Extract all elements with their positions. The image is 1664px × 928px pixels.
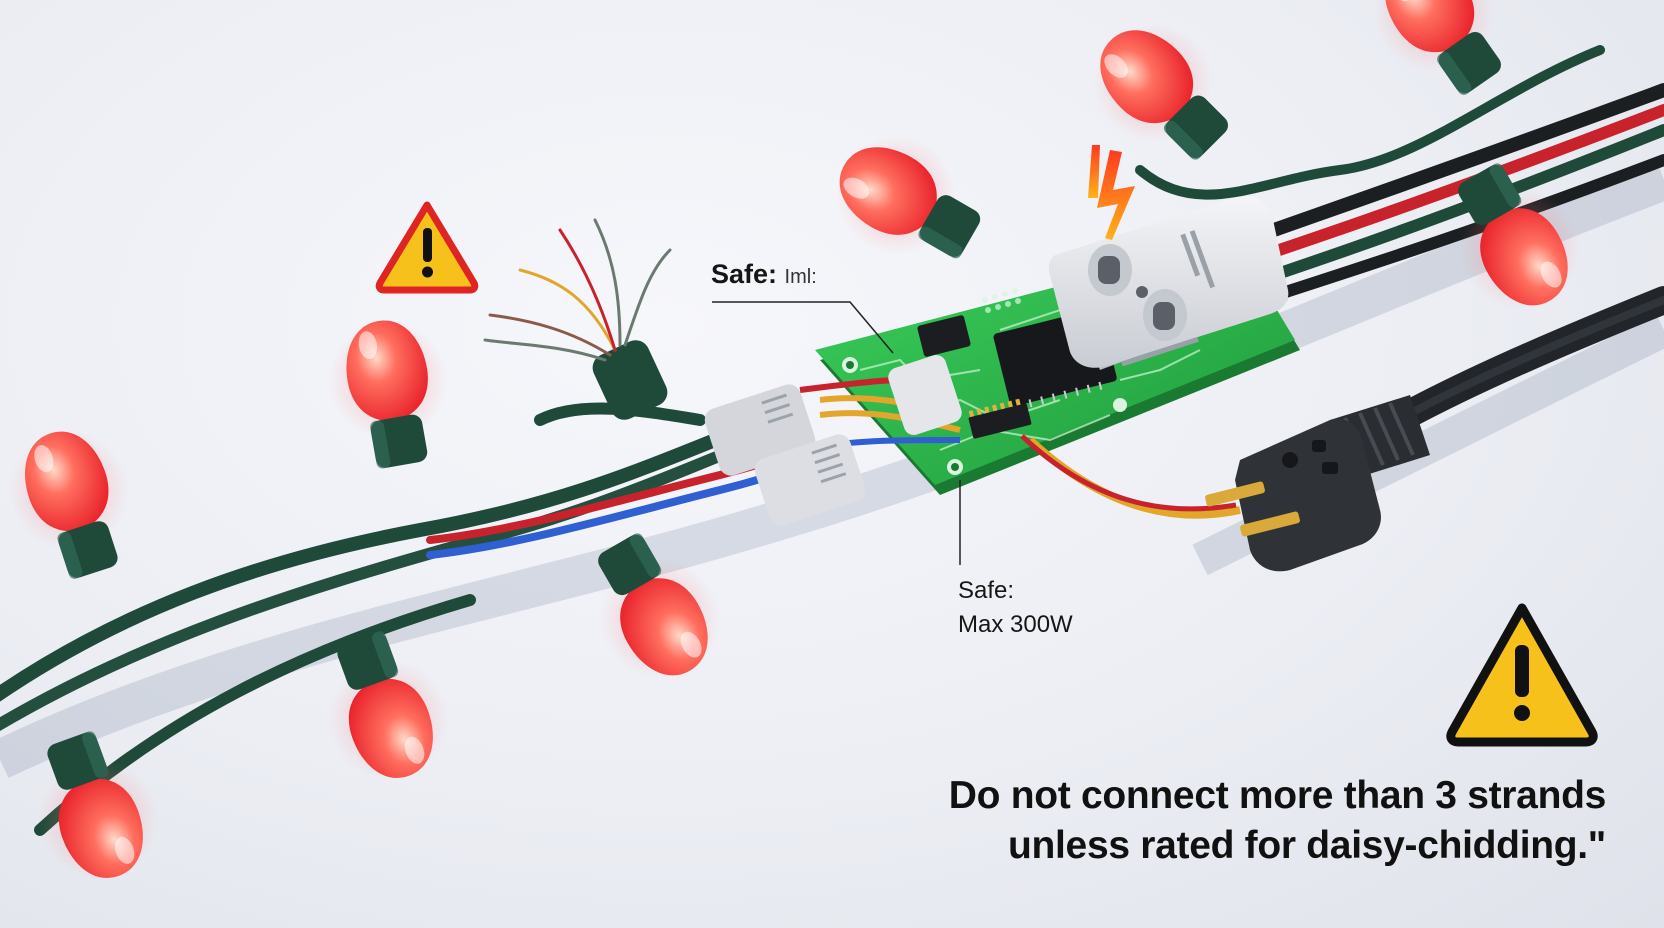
warning-triangle-icon: [375, 201, 479, 294]
warning-message: Do not connect more than 3 strands unles…: [806, 771, 1607, 871]
annotation-top-bold: Safe:: [711, 259, 778, 289]
wire-connectors: [704, 355, 962, 526]
annotation-top-tail: Iml:: [784, 266, 817, 288]
annotation-mid-line1: Safe:: [958, 577, 1015, 604]
frayed-wire-end: [483, 218, 672, 420]
lightning-bolt-icon: [1088, 145, 1135, 240]
bulb-2: [318, 310, 463, 476]
power-plug: [1020, 286, 1664, 572]
annotation-mid-line2: Max 300W: [958, 611, 1073, 638]
bulb-1: [0, 414, 153, 591]
warning-line-1: Do not connect more than 3 strands: [948, 774, 1607, 817]
annotation-safe-max: Safe: Max 300W: [958, 574, 1073, 642]
annotation-leader-lines: [712, 301, 961, 565]
warning-line-2: unless rated for daisy-chidding.": [1007, 824, 1606, 867]
warning-triangle-icon-large: [1446, 603, 1598, 747]
annotation-safe-top: Safe: Iml:: [711, 259, 817, 290]
bulb-6: [814, 113, 1001, 290]
